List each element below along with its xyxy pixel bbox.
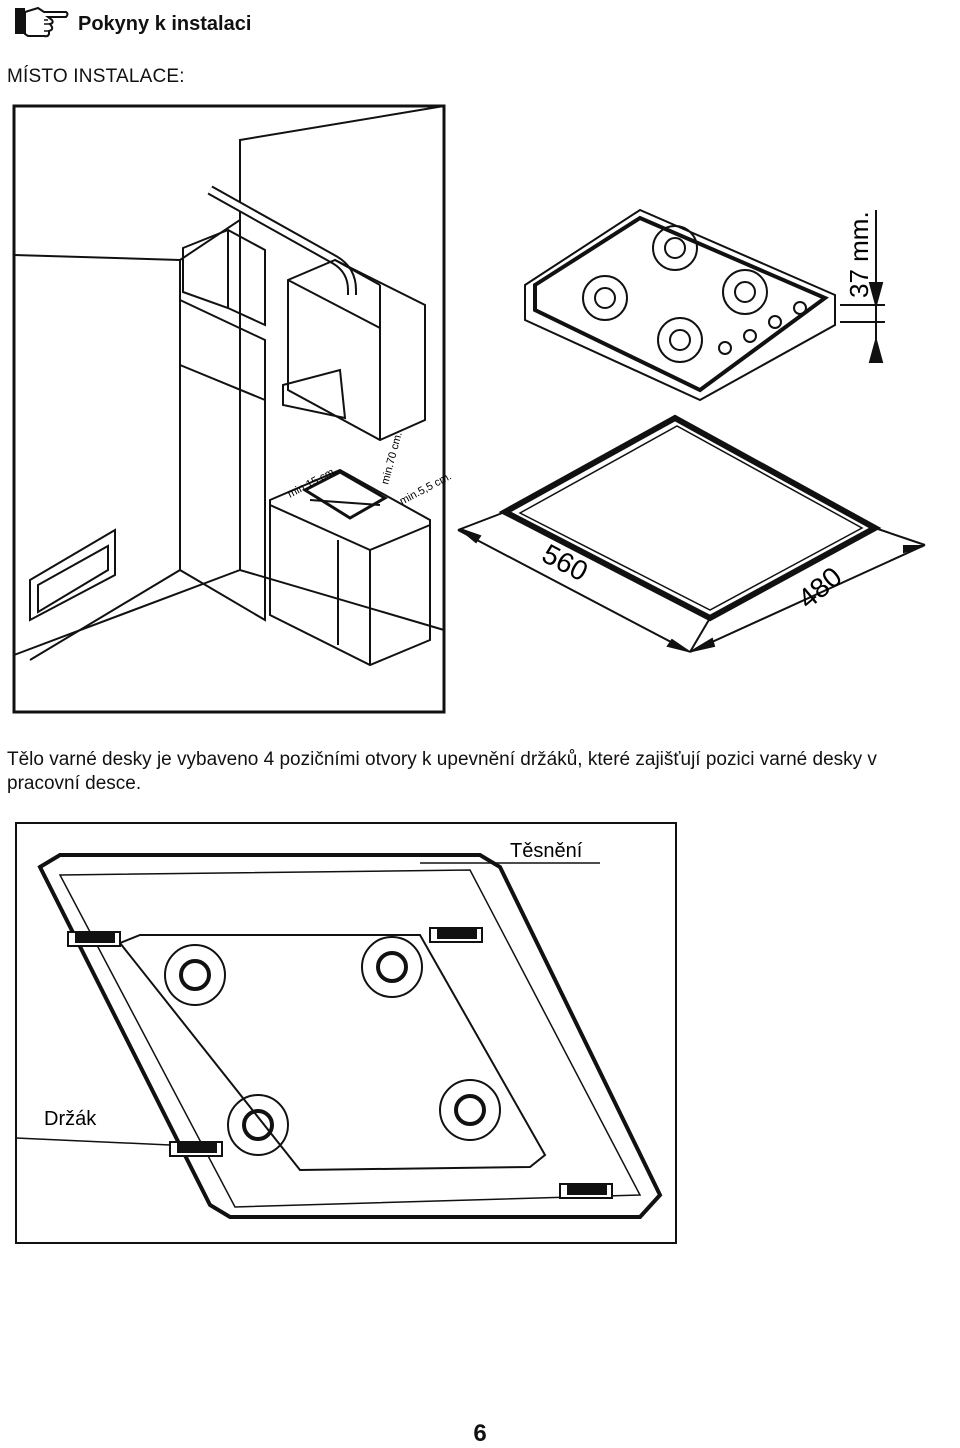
height-dimension	[840, 210, 885, 363]
section-heading: MÍSTO INSTALACE:	[7, 66, 185, 87]
bracket-icon	[67, 927, 613, 1199]
cutout-dimensions	[457, 511, 926, 653]
description-text: Tělo varné desky je vybaveno 4 pozičními…	[7, 749, 877, 794]
page-title: Pokyny k instalaci	[78, 13, 252, 35]
dim-label-37mm: 37 mm.	[844, 211, 874, 298]
seal-label: Těsnění	[510, 840, 583, 862]
bracket-label: Držák	[44, 1108, 97, 1130]
hob-illustration	[524, 208, 836, 402]
hob-underside-illustration	[37, 853, 663, 1219]
pointing-hand-icon	[15, 6, 69, 38]
page-number: 6	[473, 1420, 487, 1447]
hob-underside-diagram: Těsnění Držák	[15, 822, 677, 1244]
kitchen-room-illustration	[12, 104, 446, 714]
installation-diagram: min.15 cm. min.70 cm. min.5,5 cm. 37 mm.	[12, 104, 926, 714]
